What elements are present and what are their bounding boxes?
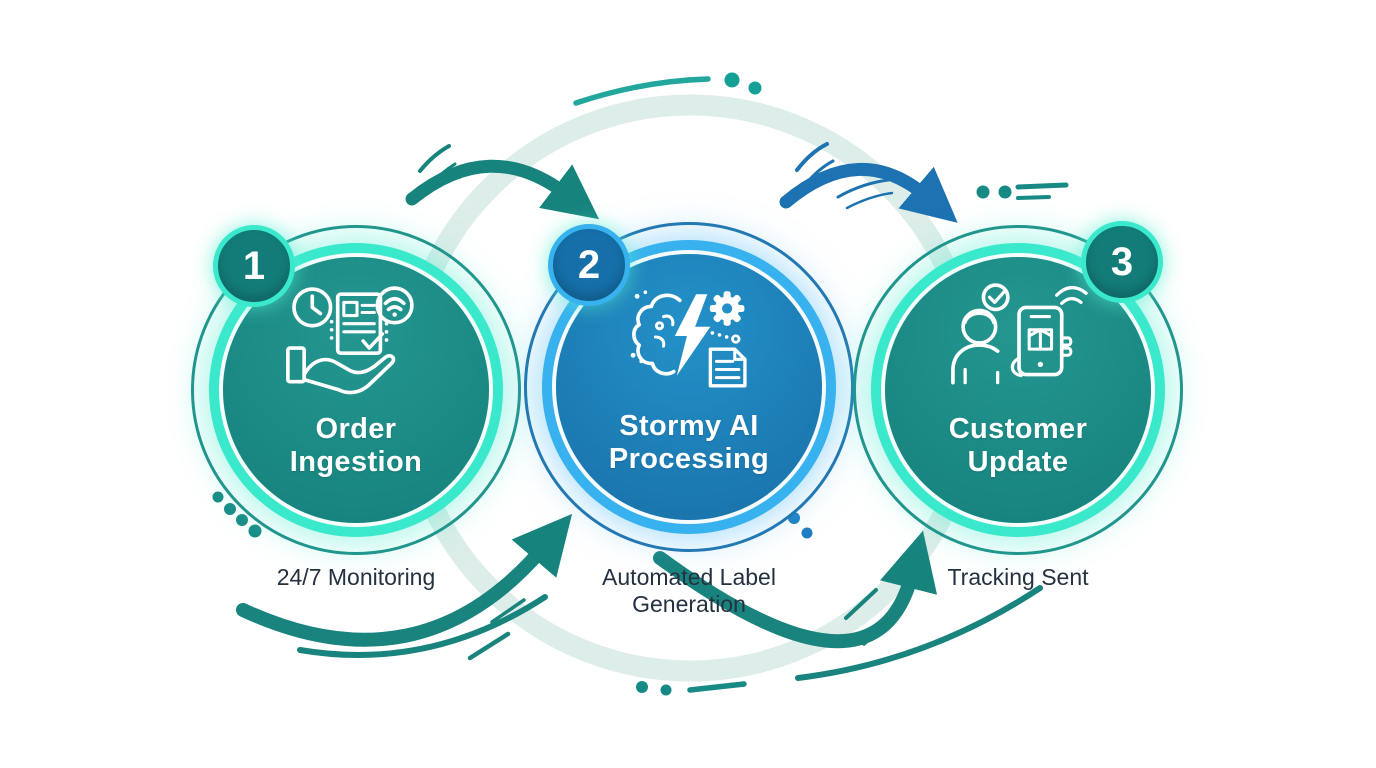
arrow-bottom-to-step3 xyxy=(636,530,1043,696)
accent-dash xyxy=(1015,182,1069,190)
step1-number-badge: 1 xyxy=(213,225,295,307)
step-circle-order-ingestion: 1 xyxy=(191,225,521,555)
accent-dash xyxy=(1016,195,1051,200)
dotted-trail xyxy=(212,491,262,538)
ai-brain-lightning-gear-icon xyxy=(610,278,768,400)
step3-outer-ring xyxy=(853,225,1183,555)
step3-number-badge: 3 xyxy=(1081,221,1163,303)
step1-caption: 24/7 Monitoring xyxy=(191,564,521,591)
step-circle-customer-update: 3 xyxy=(853,221,1183,555)
step3-title-line2: Update xyxy=(967,445,1069,478)
step1-title: Order Ingestion xyxy=(191,413,521,479)
accent-dot xyxy=(748,81,762,95)
step2-number-badge: 2 xyxy=(548,224,630,306)
step2-title-line1: Stormy AI xyxy=(619,410,759,442)
step3-title: Customer Update xyxy=(853,413,1183,479)
step1-title-line1: Order xyxy=(315,413,397,445)
step2-title-line2: Processing xyxy=(608,442,770,475)
step2-caption-text: Automated Label Generation xyxy=(602,564,776,618)
package-icon xyxy=(1027,328,1054,351)
arrow-bottom-to-step2 xyxy=(236,513,573,661)
step3-number: 3 xyxy=(1110,239,1134,284)
arrow-step1-to-step2 xyxy=(405,144,600,220)
step2-caption: Automated Label Generation xyxy=(524,564,854,618)
step1-outer-ring xyxy=(191,225,521,555)
accent-dot xyxy=(998,185,1012,199)
step2-outer-ring xyxy=(524,222,854,552)
accent-dot xyxy=(801,527,813,539)
customer-phone-notification-icon xyxy=(939,281,1097,403)
step1-number: 1 xyxy=(242,243,266,288)
step2-title: Stormy AI Processing xyxy=(524,410,854,476)
step3-title-line1: Customer xyxy=(948,413,1088,445)
step2-number: 2 xyxy=(577,242,601,287)
step3-caption-text: Tracking Sent xyxy=(947,564,1089,590)
gear-icon xyxy=(709,291,745,326)
step-circle-stormy-ai-processing: 2 xyxy=(524,222,854,552)
step1-caption-text: 24/7 Monitoring xyxy=(276,564,436,590)
order-document-in-hand-icon xyxy=(277,281,435,403)
step3-caption: Tracking Sent xyxy=(853,564,1183,591)
step1-title-line2: Ingestion xyxy=(289,445,423,478)
accent-dot xyxy=(724,72,740,88)
step3-filled-circle xyxy=(885,257,1151,523)
top-accent-arc xyxy=(573,76,711,106)
accent-dot xyxy=(976,185,990,199)
arrow-step2-to-step3 xyxy=(779,142,958,223)
